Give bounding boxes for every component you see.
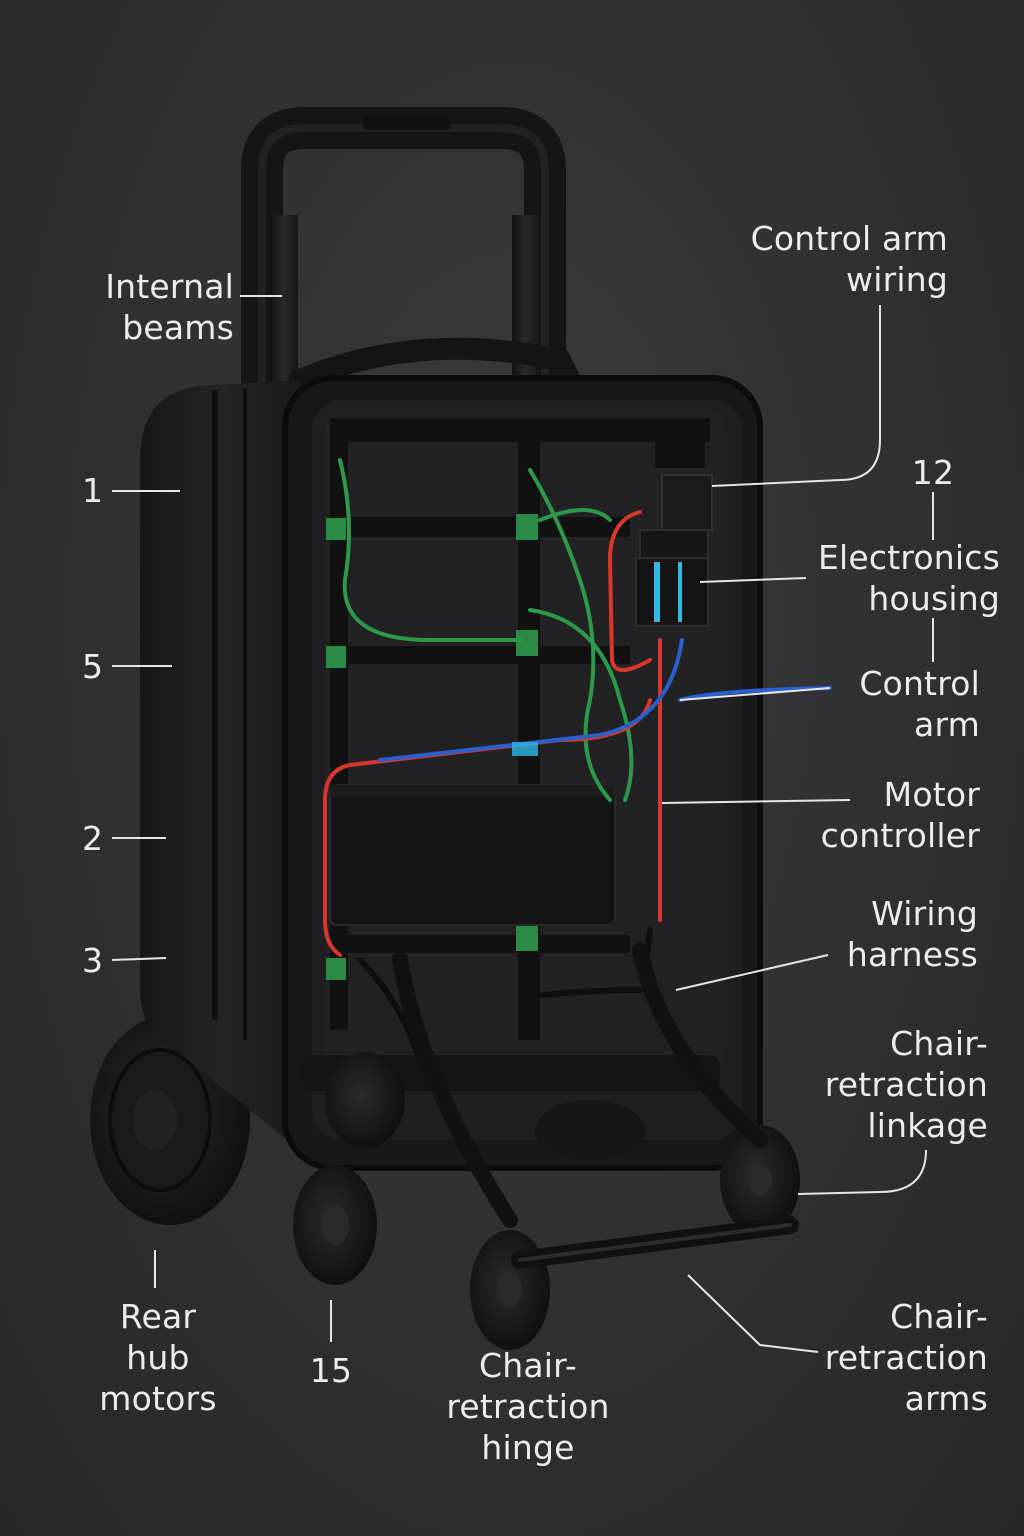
label-number-2: 2 (82, 819, 104, 858)
label-number-3: 3 (82, 941, 104, 980)
beam-clips (326, 514, 538, 980)
chair-retraction-arms (392, 942, 799, 1269)
motor-controller-box (329, 784, 616, 926)
label-chair-retraction-arms: Chair- retraction arms (824, 1297, 988, 1418)
label-rear-hub-motors: Rear hub motors (99, 1297, 217, 1418)
blue-wires (378, 638, 832, 762)
top-carry-handle (289, 337, 581, 391)
green-wires (338, 458, 634, 802)
label-internal-beams: Internal beams (105, 267, 234, 347)
label-number-5: 5 (82, 647, 104, 686)
label-wiring-harness: Wiring harness (846, 894, 978, 974)
bottom-frame-bar (300, 1055, 720, 1091)
label-number-12: 12 (911, 453, 955, 492)
label-chair-retraction-hinge: Chair- retraction hinge (446, 1346, 610, 1467)
label-motor-controller: Motor controller (820, 775, 980, 855)
label-number-15: 15 (309, 1351, 353, 1390)
label-chair-retraction-linkage: Chair- retraction linkage (824, 1024, 988, 1145)
leader-lines (111, 295, 934, 1353)
label-control-arm: Control arm (859, 664, 980, 744)
label-number-1: 1 (82, 471, 104, 510)
label-control-arm-wiring: Control arm wiring (750, 219, 948, 299)
electronics-housing (635, 474, 713, 627)
label-electronics-housing: Electronics housing (817, 538, 1000, 618)
case-back-shell (140, 380, 300, 1150)
